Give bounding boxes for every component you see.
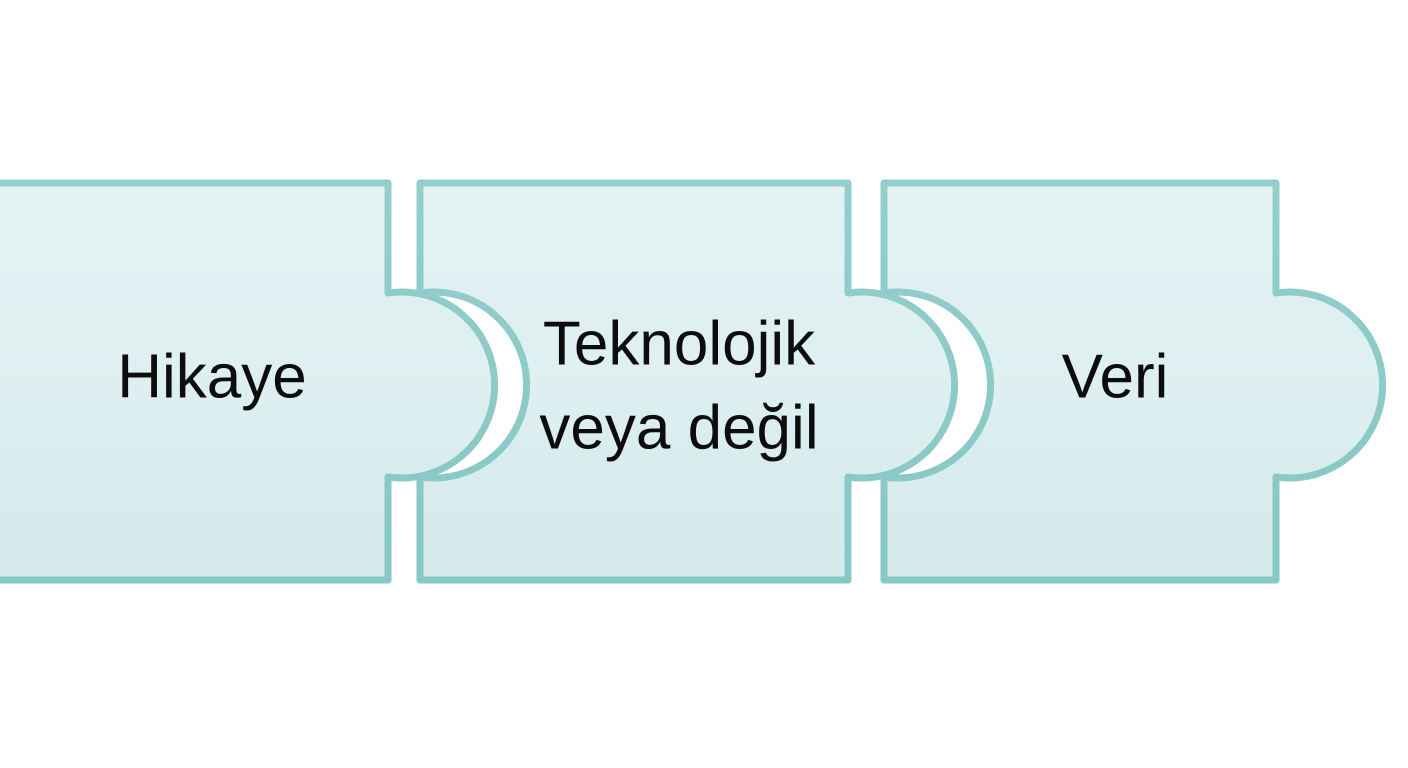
puzzle-piece-teknolojik[interactable]: Teknolojik veya değil [416,179,959,584]
puzzle-piece-teknolojik-label-line-2: veya değil [539,393,818,462]
puzzle-piece-veri-shape[interactable] [880,179,1387,584]
puzzle-piece-hikaye[interactable]: Hikaye [0,179,499,584]
puzzle-piece-teknolojik-shape[interactable] [416,179,959,584]
puzzle-piece-veri-label: Veri [1062,342,1169,411]
puzzle-piece-veri[interactable]: Veri [880,179,1387,584]
puzzle-piece-hikaye-label: Hikaye [117,342,307,411]
puzzle-piece-teknolojik-label-line-1: Teknolojik [543,309,816,378]
